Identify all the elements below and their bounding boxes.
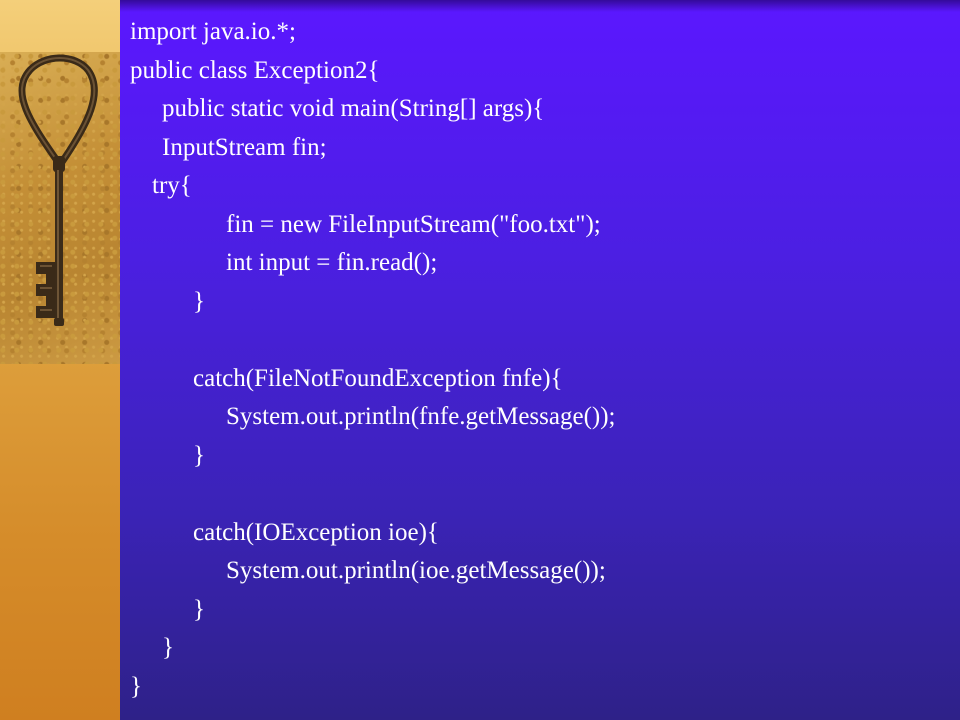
code-line: public static void main(String[] args){ [162,95,545,122]
code-line: } [162,634,174,661]
code-listing: import java.io.*; public class Exception… [130,13,616,706]
code-line-blank [130,321,616,360]
side-panel [0,0,120,720]
antique-key-icon [0,52,120,364]
code-line: catch(FileNotFoundException fnfe){ [193,364,563,392]
code-line: } [193,287,205,315]
code-line: import java.io.*; [130,18,296,45]
code-line: InputStream fin; [162,133,327,161]
code-line: } [193,595,205,623]
content-area: import java.io.*; public class Exception… [120,0,960,720]
code-line: fin = new FileInputStream("foo.txt"); [226,210,601,238]
code-line-blank [130,475,616,514]
code-line: public class Exception2{ [130,56,380,84]
code-line: int input = fin.read(); [226,249,438,276]
code-line: System.out.println(fnfe.getMessage()); [226,403,616,430]
code-line: catch(IOException ioe){ [193,518,439,546]
code-line: } [130,672,142,700]
code-line: System.out.println(ioe.getMessage()); [226,557,606,584]
code-line: } [193,441,205,469]
key-drawing [18,54,98,326]
code-line: try{ [152,172,192,199]
